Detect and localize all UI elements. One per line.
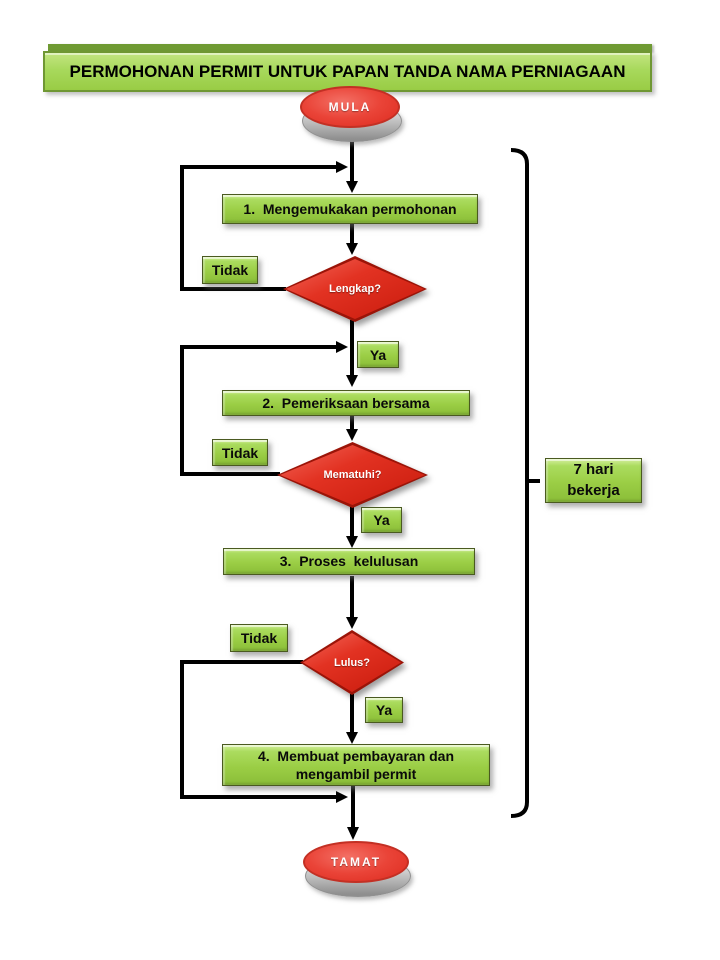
title-banner-top-face — [48, 44, 652, 52]
branch-label-ya-lulus: Ya — [365, 697, 403, 723]
decision-diamond-lengkap: Lengkap? — [283, 256, 427, 322]
end-terminator-face: TAMAT — [303, 841, 409, 883]
process-box-1: 1. Mengemukakan permohonan — [222, 194, 478, 224]
start-terminator-face: MULA — [300, 86, 400, 128]
branch-label-text: Ya — [369, 346, 387, 363]
branch-label-text: Tidak — [240, 630, 278, 646]
decision-lulus-label: Lulus? — [333, 656, 371, 669]
decision-diamond-border: Lulus? — [300, 630, 404, 695]
connector-step1-to-lengkap — [346, 224, 358, 255]
decision-diamond-border: Mematuhi? — [277, 442, 428, 508]
process-box-4: 4. Membuat pembayaran dan mengambil perm… — [222, 744, 490, 786]
process-box-4-label: 4. Membuat pembayaran dan mengambil perm… — [257, 747, 455, 782]
branch-label-ya-lengkap: Ya — [357, 341, 399, 368]
branch-label-tidak-mematuhi: Tidak — [212, 439, 268, 466]
process-box-2-label: 2. Pemeriksaan bersama — [262, 394, 430, 411]
connector-lulus-to-step4 — [346, 694, 358, 744]
decision-mematuhi-label: Mematuhi? — [323, 469, 382, 481]
loopback-mematuhi-tidak — [180, 341, 348, 476]
connector-step2-to-mematuhi — [346, 416, 358, 441]
decision-diamond-face: Mematuhi? — [280, 445, 425, 505]
duration-brace — [510, 148, 540, 818]
branch-label-tidak-lulus: Tidak — [230, 624, 288, 652]
decision-diamond-lulus: Lulus? — [300, 630, 404, 695]
decision-diamond-border: Lengkap? — [283, 256, 427, 322]
branch-label-text: Ya — [375, 702, 393, 718]
connector-start-to-step1 — [346, 138, 358, 193]
connector-mematuhi-to-step3 — [346, 506, 358, 548]
branch-label-text: Tidak — [211, 262, 249, 278]
process-box-3: 3. Proses kelulusan — [223, 548, 475, 575]
connector-step4-to-end — [347, 786, 359, 840]
process-box-3-label: 3. Proses kelulusan — [279, 553, 419, 570]
branch-label-text: Tidak — [221, 444, 259, 461]
duration-annotation-box: 7 hari bekerja — [545, 458, 642, 503]
branch-label-text: Ya — [373, 512, 390, 528]
end-terminator: TAMAT — [303, 841, 411, 897]
process-box-2: 2. Pemeriksaan bersama — [222, 390, 470, 416]
decision-diamond-face: Lulus? — [303, 633, 401, 692]
decision-diamond-face: Lengkap? — [286, 259, 424, 319]
end-terminator-label: TAMAT — [330, 855, 382, 869]
start-terminator: MULA — [300, 86, 402, 142]
start-terminator-label: MULA — [328, 100, 372, 114]
branch-label-tidak-lengkap: Tidak — [202, 256, 258, 284]
process-box-1-label: 1. Mengemukakan permohonan — [243, 200, 457, 217]
connector-lengkap-to-step2 — [346, 320, 358, 387]
loopback-lulus-tidak — [180, 660, 348, 803]
duration-annotation-text: 7 hari bekerja — [567, 461, 620, 499]
branch-label-ya-mematuhi: Ya — [361, 507, 402, 533]
decision-diamond-mematuhi: Mematuhi? — [277, 442, 428, 508]
decision-lengkap-label: Lengkap? — [329, 283, 381, 295]
loopback-lengkap-tidak — [180, 161, 348, 291]
connector-step3-to-lulus — [346, 576, 358, 629]
